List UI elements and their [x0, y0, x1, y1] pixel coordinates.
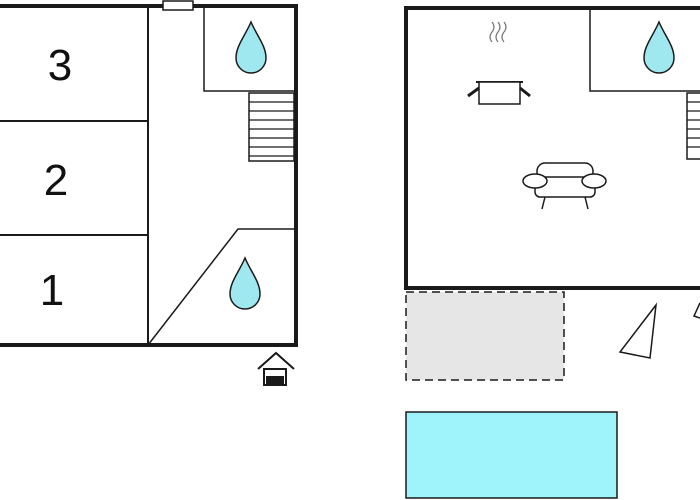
room-2-label: 2: [44, 156, 68, 205]
upper-floor-outer-wall: [0, 4, 298, 347]
bathroom-upper: [203, 5, 297, 92]
water-drop-icon: [229, 256, 261, 310]
ground-floor-outer-wall: [404, 6, 700, 290]
bathroom-lower-wall: [147, 228, 296, 346]
room-1-label: 1: [40, 266, 64, 315]
bathroom-ground: [589, 7, 700, 92]
tree-icon: [618, 302, 658, 359]
upper-floor-plan: 3 2 1: [0, 0, 298, 386]
swimming-pool: [405, 411, 618, 499]
ground-floor-plan: [404, 6, 700, 499]
stairs-icon: [248, 92, 295, 162]
window: [162, 0, 194, 11]
sofa-icon: [522, 162, 607, 210]
water-drop-icon: [235, 20, 267, 74]
terrace-area: [405, 291, 565, 381]
room-3-label: 3: [48, 41, 72, 90]
tree-icon: [692, 302, 700, 319]
house-entrance-icon: [257, 351, 295, 386]
cooking-pot-icon: [467, 21, 531, 105]
water-drop-icon: [643, 20, 675, 74]
stairs-icon: [686, 92, 700, 160]
